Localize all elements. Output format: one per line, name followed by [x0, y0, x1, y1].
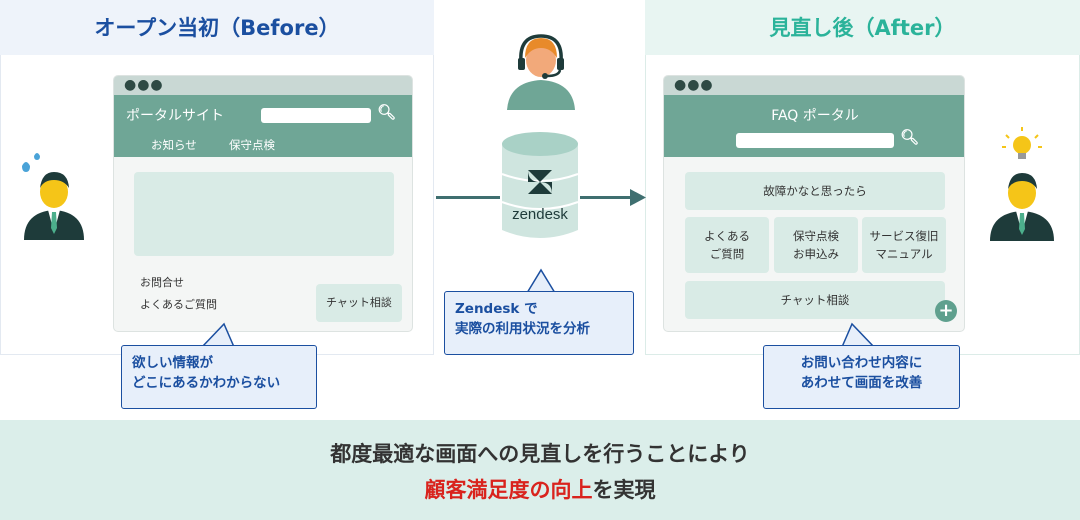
summary-band — [0, 420, 1080, 520]
zendesk-label: zendesk — [512, 206, 568, 223]
tile-recovery-line1: サービス復旧 — [869, 229, 939, 243]
before-search-input[interactable] — [261, 108, 371, 123]
before-content-area — [134, 172, 394, 256]
nav-item-news[interactable]: お知らせ — [151, 138, 197, 152]
fault-check-button[interactable]: 故障かなと思ったら — [685, 172, 945, 210]
window-dots-icon: ●●● — [124, 77, 164, 93]
window-dots-icon: ●●● — [674, 77, 714, 93]
before-callout: 欲しい情報が どこにあるかわからない — [121, 345, 317, 409]
tile-faq[interactable]: よくあるご質問 — [685, 217, 769, 273]
before-callout-line1: 欲しい情報が — [132, 355, 213, 371]
center-callout-line2: 実際の利用状況を分析 — [455, 321, 590, 337]
arrow-right-segment — [580, 196, 632, 199]
tile-faq-line2: ご質問 — [709, 247, 745, 261]
arrow-left-segment — [436, 196, 500, 199]
center-callout: Zendesk で 実際の利用状況を分析 — [444, 291, 634, 355]
browser-titlebar: ●●● — [664, 76, 964, 95]
arrow-head-icon — [630, 189, 646, 206]
tile-recovery-line2: マニュアル — [875, 247, 933, 261]
tile-maintenance-line2: お申込み — [793, 247, 839, 261]
summary-highlight: 顧客満足度の向上 — [424, 478, 593, 502]
plus-icon[interactable]: + — [935, 300, 957, 322]
nav-item-maintenance[interactable]: 保守点検 — [229, 138, 275, 152]
tile-maintenance-apply[interactable]: 保守点検お申込み — [774, 217, 858, 273]
before-portal-title: ポータルサイト — [126, 108, 224, 124]
before-callout-line2: どこにあるかわからない — [132, 375, 281, 391]
center-callout-line1: Zendesk で — [455, 301, 538, 317]
search-icon[interactable]: 🔍︎ — [900, 128, 920, 146]
before-browser-window: ●●● ポータルサイト 🔍︎ お知らせ 保守点検 お問合せ よくあるご質問 チャ… — [113, 75, 413, 332]
after-browser-window: ●●● FAQ ポータル 🔍︎ 故障かなと思ったら よくあるご質問 保守点検お申… — [663, 75, 965, 332]
after-callout-line2: あわせて画面を改善 — [800, 375, 923, 391]
search-icon[interactable]: 🔍︎ — [377, 103, 397, 121]
headset-operator-icon — [507, 34, 575, 110]
after-callout-line1: お問い合わせ内容に — [800, 355, 923, 371]
summary-line2: 顧客満足度の向上を実現 — [0, 474, 1080, 504]
confused-user-icon — [22, 153, 84, 240]
summary-line1: 都度最適な画面への見直しを行うことにより — [330, 442, 750, 466]
after-search-input[interactable] — [736, 133, 894, 148]
idea-user-icon — [990, 127, 1054, 241]
tile-maintenance-line1: 保守点検 — [793, 229, 839, 243]
lightbulb-icon — [1002, 127, 1042, 159]
tile-faq-line1: よくある — [704, 229, 750, 243]
after-chat-button[interactable]: チャット相談 — [685, 281, 945, 319]
before-chat-button[interactable]: チャット相談 — [316, 284, 402, 322]
after-callout: お問い合わせ内容に あわせて画面を改善 — [763, 345, 960, 409]
summary-line2-rest: を実現 — [592, 478, 656, 502]
after-portal-title: FAQ ポータル — [771, 108, 859, 124]
sweat-drop-icon — [22, 153, 40, 172]
link-faq[interactable]: よくあるご質問 — [140, 298, 217, 311]
browser-titlebar: ●●● — [114, 76, 412, 95]
link-contact[interactable]: お問合せ — [140, 276, 184, 289]
database-icon — [501, 132, 579, 238]
tile-recovery-manual[interactable]: サービス復旧マニュアル — [862, 217, 946, 273]
after-portal-header: FAQ ポータル 🔍︎ — [664, 95, 964, 157]
before-title: オープン当初（Before） — [94, 16, 340, 40]
before-portal-header: ポータルサイト 🔍︎ お知らせ 保守点検 — [114, 95, 412, 157]
after-title: 見直し後（After） — [769, 16, 956, 40]
